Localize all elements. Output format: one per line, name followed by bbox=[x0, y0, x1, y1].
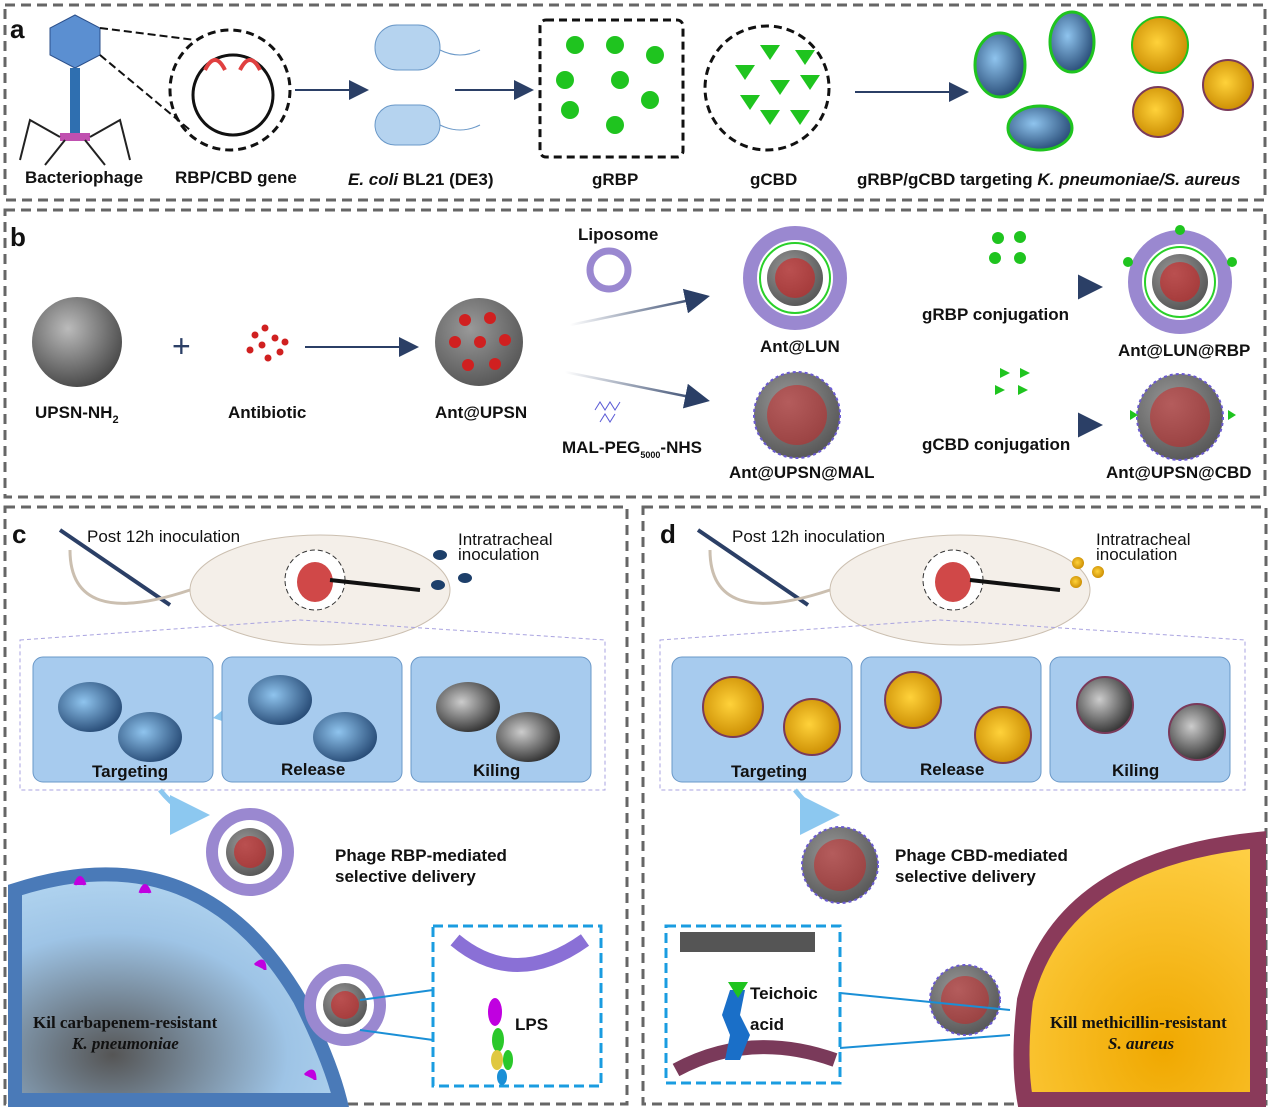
label-bacteriophage: Bacteriophage bbox=[25, 168, 143, 187]
cbd-marker bbox=[728, 982, 748, 998]
cbd-particle bbox=[801, 826, 879, 904]
label-step-targeting-d: Targeting bbox=[731, 762, 807, 781]
label-intratracheal-d: Intratracheal bbox=[1096, 530, 1191, 549]
grbp-proteins bbox=[556, 36, 664, 134]
arrow-to-mal bbox=[564, 370, 710, 409]
antibiotic-dots bbox=[246, 324, 289, 362]
loaded-pores bbox=[449, 312, 511, 371]
arrow-down-d bbox=[793, 788, 840, 835]
label-delivery-2-d: selective delivery bbox=[895, 867, 1036, 886]
steps-c bbox=[32, 656, 592, 783]
steps-d bbox=[671, 656, 1231, 783]
label-lps: LPS bbox=[515, 1015, 548, 1034]
label-delivery-1: Phage RBP-mediated bbox=[335, 846, 507, 865]
panel-c-letter: c bbox=[12, 519, 26, 549]
grbp-box bbox=[538, 18, 685, 159]
bacteriophage-icon bbox=[19, 14, 131, 166]
label-gcbd: gCBD bbox=[750, 170, 797, 189]
label-inoculation-d: inoculation bbox=[1096, 545, 1177, 564]
saureus-cell bbox=[1013, 831, 1266, 1107]
arrow-down bbox=[158, 788, 210, 835]
membrane-arc bbox=[450, 934, 590, 972]
particle-surface bbox=[680, 932, 815, 952]
zoom-lines bbox=[99, 27, 196, 131]
label-ant-upsn: Ant@UPSN bbox=[435, 403, 527, 422]
panel-a-letter: a bbox=[10, 14, 25, 44]
label-grbp-conjugation: gRBP conjugation bbox=[922, 305, 1069, 324]
label-targeting: gRBP/gCBD targeting K. pneumoniae/S. aur… bbox=[857, 170, 1241, 189]
label-kp-species: K. pneumoniae bbox=[71, 1034, 179, 1053]
ant-upsn-mal-particle bbox=[753, 371, 841, 459]
label-gcbd-conjugation: gCBD conjugation bbox=[922, 435, 1070, 454]
lps-chain bbox=[488, 998, 513, 1085]
label-ant-upsn-mal: Ant@UPSN@MAL bbox=[729, 463, 875, 482]
label-teichoic: Teichoic bbox=[750, 984, 818, 1003]
panel-a-frame bbox=[3, 3, 1267, 202]
label-ant-upsn-cbd: Ant@UPSN@CBD bbox=[1106, 463, 1252, 482]
label-step-release: Release bbox=[281, 760, 345, 779]
gene-circle bbox=[168, 28, 292, 152]
liposome-icon bbox=[586, 247, 632, 293]
label-sa-species: S. aureus bbox=[1108, 1034, 1175, 1053]
peg-icon bbox=[594, 401, 621, 423]
label-acid: acid bbox=[750, 1015, 784, 1034]
panel-b-frame bbox=[3, 208, 1267, 499]
ant-upsn-cbd-particle bbox=[1130, 373, 1236, 461]
gene-segment bbox=[203, 58, 262, 71]
upsn-sphere bbox=[32, 297, 122, 387]
gcbd-small bbox=[995, 368, 1030, 395]
label-intratracheal: Intratracheal bbox=[458, 530, 553, 549]
plasmid-icon bbox=[191, 53, 275, 137]
label-upsn: UPSN-NH2 bbox=[35, 403, 119, 426]
panel-b-letter: b bbox=[10, 222, 26, 252]
zoom-outline-d bbox=[659, 619, 1246, 791]
gcbd-circle bbox=[703, 24, 831, 152]
label-liposome: Liposome bbox=[578, 225, 658, 244]
zoom-outline bbox=[19, 619, 606, 791]
label-ecoli: E. coli BL21 (DE3) bbox=[348, 170, 494, 189]
label-grbp: gRBP bbox=[592, 170, 638, 189]
mouse-illustration bbox=[58, 528, 472, 646]
label-kill-kp: Kil carbapenem-resistant bbox=[33, 1013, 218, 1032]
label-delivery-1-d: Phage CBD-mediated bbox=[895, 846, 1068, 865]
ecoli-cells bbox=[374, 24, 481, 146]
gcbd-proteins bbox=[735, 45, 820, 125]
teichoic-acid-shape bbox=[722, 990, 750, 1060]
inset-lines bbox=[359, 989, 434, 1041]
panel-d-letter: d bbox=[660, 519, 676, 549]
label-inoculation: inoculation bbox=[458, 545, 539, 564]
cell-wall bbox=[672, 1040, 838, 1077]
label-step-targeting: Targeting bbox=[92, 762, 168, 781]
label-step-killing: Kiling bbox=[473, 761, 520, 780]
arrow-to-lun bbox=[569, 288, 710, 327]
kpneumoniae-cell bbox=[7, 867, 349, 1107]
label-post-inoculation-d: Post 12h inoculation bbox=[732, 527, 885, 546]
label-step-release-d: Release bbox=[920, 760, 984, 779]
plus-sign: + bbox=[172, 328, 191, 364]
label-mal-peg: MAL-PEG5000-NHS bbox=[562, 438, 702, 460]
mouse-illustration-d bbox=[696, 528, 1104, 646]
label-step-killing-d: Kiling bbox=[1112, 761, 1159, 780]
grbp-small bbox=[989, 231, 1026, 264]
targeted-bacteria bbox=[973, 10, 1254, 152]
ant-lun-particle bbox=[743, 226, 847, 330]
lps-markers bbox=[73, 876, 317, 1081]
rbp-liposome-particle bbox=[206, 808, 294, 896]
docked-liposome bbox=[304, 964, 386, 1046]
label-antibiotic: Antibiotic bbox=[228, 403, 306, 422]
label-ant-lun: Ant@LUN bbox=[760, 337, 840, 356]
label-gene: RBP/CBD gene bbox=[175, 168, 297, 187]
label-post-inoculation: Post 12h inoculation bbox=[87, 527, 240, 546]
docked-cbd-particle bbox=[929, 964, 1001, 1036]
label-kill-sa: Kill methicillin-resistant bbox=[1050, 1013, 1227, 1032]
label-delivery-2: selective delivery bbox=[335, 867, 476, 886]
ant-lun-rbp-particle bbox=[1123, 225, 1237, 334]
panel-d-frame bbox=[641, 505, 1268, 1106]
label-ant-lun-rbp: Ant@LUN@RBP bbox=[1118, 341, 1250, 360]
inset-lines-d bbox=[839, 992, 1011, 1049]
